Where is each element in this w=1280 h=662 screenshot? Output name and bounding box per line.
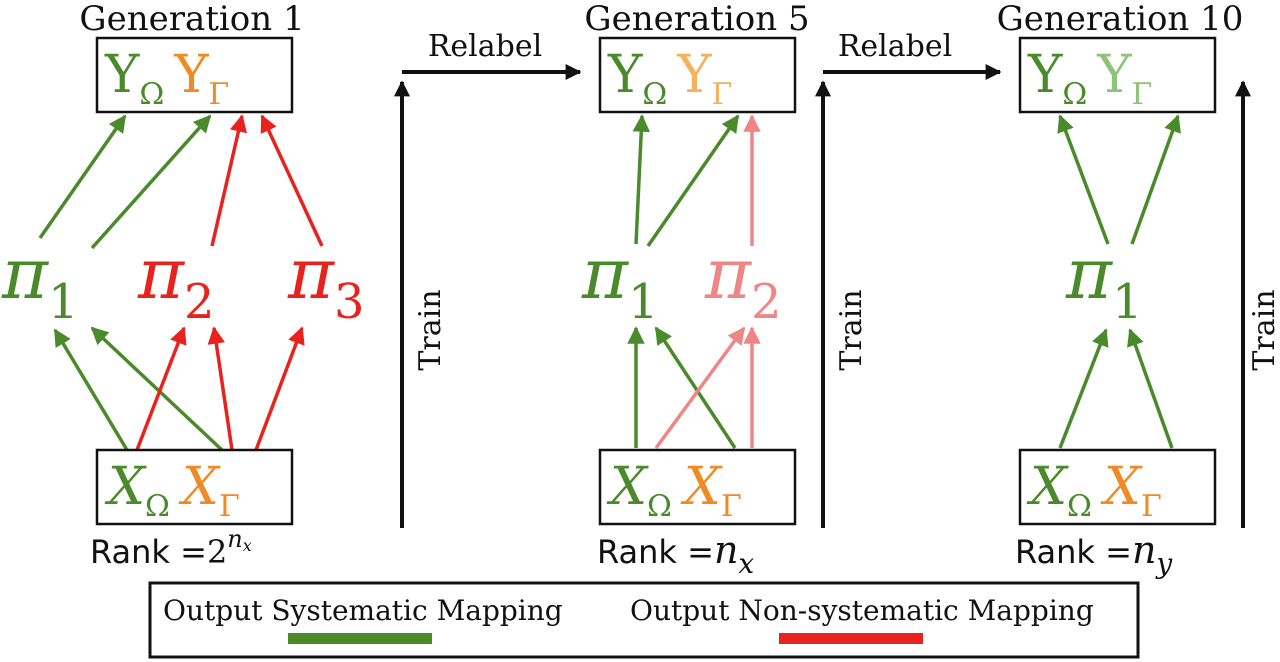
- arrow-p2-pi1-y: [632, 114, 651, 245]
- arrow-p3-x-omega-pi1: [1058, 328, 1109, 449]
- arrow-p2-x-omega-pi2: [654, 326, 746, 450]
- panel-2-pi-2: π2: [704, 233, 782, 330]
- panel-1-title: Generation 1: [79, 0, 304, 39]
- arrow-x-gamma-pi1: [90, 326, 224, 452]
- arrow-p3-pi1-y-gamma: [1130, 114, 1181, 245]
- panel-2-rank: Rank =nx: [597, 528, 754, 580]
- panel-1-pi-2: π2: [137, 233, 215, 330]
- arrow-p3-x-gamma-pi1: [1127, 328, 1174, 449]
- panel-3-input-box: [1018, 448, 1217, 526]
- panel-1-output-box: [95, 36, 294, 114]
- panel-3-pi-1: π1: [1065, 233, 1143, 330]
- relabel-label-1: Relabel: [428, 29, 542, 64]
- panel-2-pi-1: π1: [581, 233, 659, 330]
- legend-nonsystematic-swatch: [779, 633, 923, 644]
- arrow-x-omega-pi2: [135, 326, 187, 451]
- y-omega-sub: Ω: [139, 77, 164, 112]
- panel-3-rank: Rank =ny: [1015, 528, 1173, 580]
- legend: Output Systematic Mapping Output Non-sys…: [148, 581, 1140, 659]
- arrow-pi1-y-omega: [38, 114, 127, 240]
- relabel-label-2: Relabel: [838, 29, 952, 64]
- arrow-pi2-y-gamma: [210, 114, 247, 247]
- arrow-pi1-y-omega-2: [90, 114, 212, 250]
- y-omega-symbol: Y: [104, 45, 140, 105]
- legend-box: [148, 581, 1140, 659]
- train-label-2: Train: [834, 289, 869, 370]
- arrow-pi3-y-gamma: [260, 114, 324, 247]
- arrow-x-omega-pi1: [53, 328, 129, 451]
- panel-1-pi-3: π3: [287, 233, 365, 330]
- train-label-1: Train: [413, 289, 448, 370]
- panel-1-rank: Rank =2nx: [90, 525, 252, 571]
- arrow-x-gamma-pi3: [254, 326, 305, 451]
- panel-3-title: Generation 10: [997, 0, 1244, 39]
- y-gamma-sub: Γ: [209, 77, 230, 112]
- legend-systematic-swatch: [288, 633, 432, 644]
- arrow-p2-x-gamma-pi1: [654, 326, 737, 449]
- y-gamma-symbol: Y: [173, 45, 209, 105]
- panel-2-output-box: [598, 36, 797, 114]
- train-label-3: Train: [1247, 289, 1280, 370]
- panel-1-pi-1: π1: [1, 233, 79, 330]
- arrow-p2-pi1-y-2: [646, 114, 740, 247]
- legend-systematic-label: Output Systematic Mapping: [163, 594, 563, 627]
- panel-1-input-box: [95, 448, 294, 526]
- panel-3-output-box: [1018, 36, 1217, 114]
- arrow-x-gamma-pi2: [207, 326, 234, 451]
- panel-2-input-box: [598, 448, 797, 526]
- legend-nonsystematic-label: Output Non-systematic Mapping: [630, 594, 1094, 627]
- arrow-p3-pi1-y-omega: [1057, 114, 1110, 245]
- panel-2-title: Generation 5: [584, 0, 809, 39]
